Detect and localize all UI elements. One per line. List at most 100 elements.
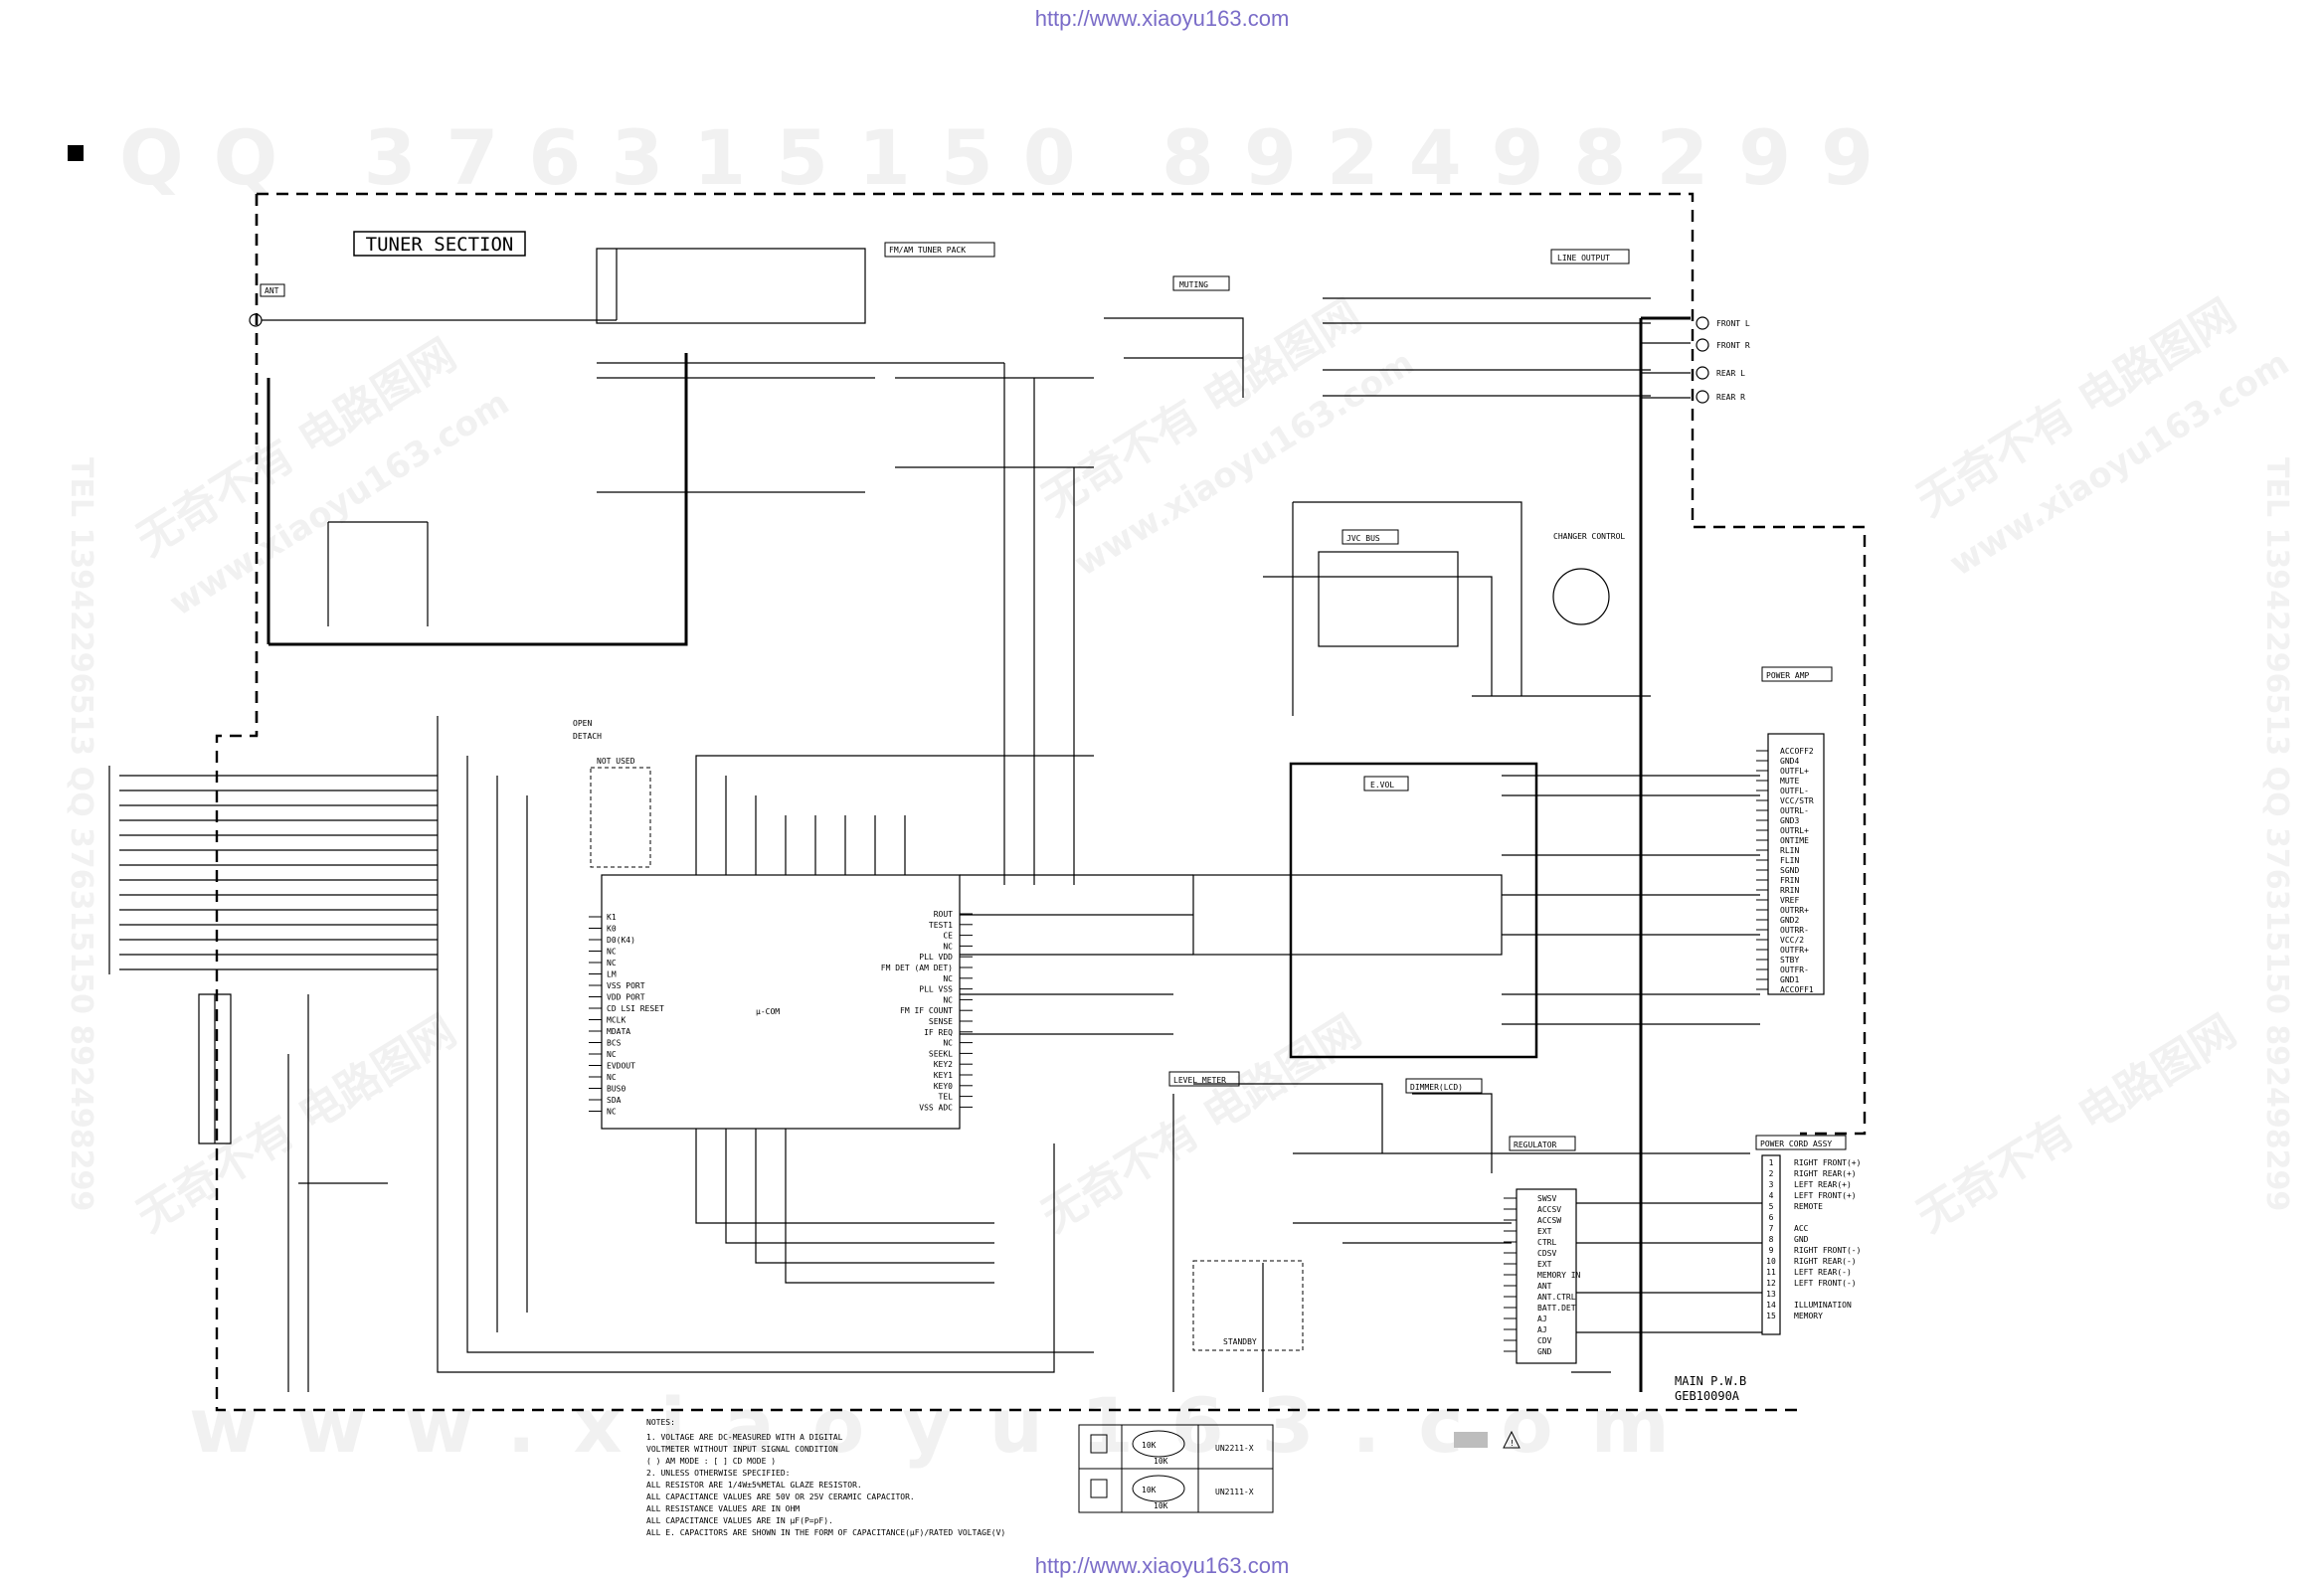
section-title: TUNER SECTION xyxy=(366,234,514,256)
ucom-right-pin-label: NC xyxy=(943,974,953,983)
tuner-pack-body xyxy=(596,248,866,324)
ucom-right-pin-label: ROUT xyxy=(934,910,953,919)
power-amp-pin-label: RLIN xyxy=(1780,846,1799,855)
transistor-part-2: UN2111-X xyxy=(1215,1488,1254,1496)
source-url-top[interactable]: http://www.xiaoyu163.com xyxy=(1034,6,1290,31)
power-cord-pin-number: 13 xyxy=(1766,1290,1776,1299)
ucom-right-pin-label: TEL xyxy=(939,1093,954,1102)
ucom-right-pin-label: CE xyxy=(943,932,953,941)
regulator-pin-label: ACCSV xyxy=(1537,1205,1561,1214)
power-amp-tag-frame xyxy=(1761,666,1833,682)
power-cord-pin-number: 14 xyxy=(1766,1301,1776,1310)
power-cord-pin-number: 8 xyxy=(1769,1235,1774,1244)
power-amp-pin-label: GND2 xyxy=(1780,916,1799,925)
line-output-jack xyxy=(1696,366,1709,380)
ucom-left-pin-label: NC xyxy=(607,948,617,957)
power-amp-ic xyxy=(1767,733,1825,995)
ucom-right-pin-label: NC xyxy=(943,995,953,1004)
power-amp-pin-label: OUTFR+ xyxy=(1780,946,1809,955)
power-cord-pin-label: LEFT REAR(-) xyxy=(1794,1268,1852,1277)
power-cord-pin-number: 7 xyxy=(1769,1224,1774,1233)
ucom-right-pin-label: FM DET (AM DET) xyxy=(881,964,953,972)
notes-line: ALL RESISTOR ARE 1/4W±5%METAL GLAZE RESI… xyxy=(646,1481,862,1490)
dimmer-tag-frame xyxy=(1405,1078,1483,1094)
ucom-right-pin-label: SEEKL xyxy=(929,1049,953,1058)
notes-line: ALL CAPACITANCE VALUES ARE 50V OR 25V CE… xyxy=(646,1492,915,1501)
not-used-label: NOT USED xyxy=(597,757,635,766)
line-output-jack xyxy=(1696,316,1709,330)
ucom-right-pin-label: VSS ADC xyxy=(919,1103,953,1112)
power-cord-pin-label: ILLUMINATION xyxy=(1794,1301,1852,1310)
power-cord-pin-number: 6 xyxy=(1769,1213,1774,1222)
ucom-right-pin-label: PLL VSS xyxy=(919,985,953,994)
line-output-jack-label: FRONT L xyxy=(1716,319,1750,328)
notes-heading: NOTES: xyxy=(646,1418,675,1427)
ucom-left-pin-label: K1 xyxy=(607,913,617,922)
power-cord-pin-label: RIGHT FRONT(-) xyxy=(1794,1246,1861,1255)
ucom-left-pin-label: BUS0 xyxy=(607,1085,626,1094)
regulator-pin-label: BATT.DET xyxy=(1537,1304,1576,1313)
power-amp-pin-label: SGND xyxy=(1780,866,1799,875)
notes-line: 1. VOLTAGE ARE DC-MEASURED WITH A DIGITA… xyxy=(646,1433,843,1442)
jvc-bus-ic xyxy=(1318,551,1459,647)
transistor-r1-2: 10K xyxy=(1142,1486,1157,1494)
ucom-left-pin-label: MCLK xyxy=(607,1016,626,1025)
power-amp-pin-label: OUTRR- xyxy=(1780,926,1809,935)
open-label: OPEN xyxy=(573,719,592,728)
notes-line: ALL CAPACITANCE VALUES ARE IN μF(P=pF). xyxy=(646,1516,833,1525)
power-amp-pin-label: OUTFL- xyxy=(1780,787,1809,795)
watermark-bottom: www.xiaoyu163.com xyxy=(189,1381,1707,1470)
transistor-table: 10K 10K 10K 10K UN2211-X UN2111-X xyxy=(1078,1424,1274,1513)
power-amp-pins: ACCOFF2GND4OUTFL+MUTEOUTFL-VCC/STROUTRL-… xyxy=(1756,747,1814,994)
pwb-code-label: GEB10090A xyxy=(1675,1389,1740,1403)
power-amp-pin-label: GND1 xyxy=(1780,975,1799,984)
watermark-diag-4: 无奇不有 电路图网 xyxy=(128,1005,465,1242)
line-output-jack-label: FRONT R xyxy=(1716,341,1750,350)
muting-tag: MUTING xyxy=(1179,280,1208,289)
not-used-box xyxy=(590,767,651,868)
power-amp-pin-label: OUTRR+ xyxy=(1780,906,1809,915)
source-url-bottom[interactable]: http://www.xiaoyu163.com xyxy=(1034,1553,1290,1578)
regulator-pin-label: SWSV xyxy=(1537,1194,1556,1203)
ucom-left-pin-label: D0(K4) xyxy=(607,936,635,945)
ucom-right-pin-label: FM IF COUNT xyxy=(900,1006,953,1015)
power-cord-pin-label: REMOTE xyxy=(1794,1202,1823,1211)
warning-icon-mark: ! xyxy=(1510,1439,1515,1448)
power-cord-tag: POWER CORD ASSY xyxy=(1760,1140,1832,1148)
power-amp-pin-label: ACCOFF2 xyxy=(1780,747,1814,756)
power-cord-pin-label: ACC xyxy=(1794,1224,1809,1233)
ucom-left-pin-label: SDA xyxy=(607,1096,622,1105)
power-amp-pin-label: GND3 xyxy=(1780,816,1799,825)
power-cord-pin-number: 3 xyxy=(1769,1180,1774,1189)
line-output-jack-label: REAR L xyxy=(1716,369,1745,378)
regulator-pin-label: EXT xyxy=(1537,1227,1552,1236)
power-amp-pin-label: OUTRL- xyxy=(1780,806,1809,815)
ant-tag: ANT xyxy=(265,286,279,295)
ucom-left-pin-label: NC xyxy=(607,1108,617,1117)
muting-tag-frame xyxy=(1172,275,1230,291)
line-output-tag-frame xyxy=(1550,249,1630,264)
power-cord-pin-number: 2 xyxy=(1769,1169,1774,1178)
power-cord-pin-label: MEMORY xyxy=(1794,1312,1823,1320)
ucom-left-pin-label: BCS xyxy=(607,1039,622,1048)
regulator-pin-label: ANT.CTRL xyxy=(1537,1293,1576,1302)
transistor-part-1: UN2211-X xyxy=(1215,1444,1254,1453)
regulator-pin-label: ANT xyxy=(1537,1282,1552,1291)
tuner-pack-tag-frame xyxy=(884,242,995,258)
ucom-left-pin-label: NC xyxy=(607,1073,617,1082)
section-title-frame xyxy=(353,231,526,257)
transistor-r2-1: 10K xyxy=(1154,1457,1168,1466)
power-cord-pin-label: GND xyxy=(1794,1235,1809,1244)
ucom-right-pin-label: NC xyxy=(943,1039,953,1048)
level-meter-tag-frame xyxy=(1168,1071,1240,1087)
transistor-outline-2 xyxy=(1132,1475,1185,1502)
ucom-right-pin-label: IF REQ xyxy=(924,1028,953,1037)
regulator-tag-frame xyxy=(1509,1136,1576,1151)
notes-line: 2. UNLESS OTHERWISE SPECIFIED: xyxy=(646,1469,791,1478)
power-amp-pin-label: ACCOFF1 xyxy=(1780,985,1814,994)
evol-tag: E.VOL xyxy=(1370,781,1394,790)
warning-icon xyxy=(1503,1430,1520,1449)
power-cord-pin-number: 10 xyxy=(1766,1257,1776,1266)
